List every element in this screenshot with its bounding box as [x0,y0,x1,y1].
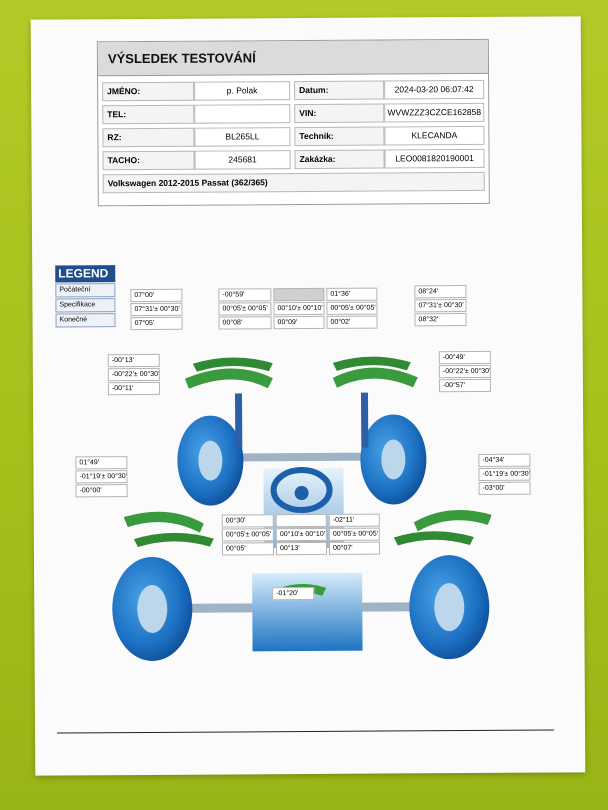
front-camber-right-box: 01°36' 00°05'± 00°05' 00°02' [326,287,378,330]
value-tel [194,104,291,124]
rear-axle [112,509,492,661]
rear-right-camber-box: -04°34' -01°19'± 00°30' -03°00' [478,453,531,496]
legend-title: LEGEND [55,265,116,283]
axle-illustration [112,356,492,661]
rear-left-toe-box: 00°30' 00°05'± 00°05' 00°05' [221,514,274,556]
legend-item-initial: Počáteční [55,283,116,298]
label-tel: TEL: [102,104,195,125]
label-order: Zakázka: [294,149,385,170]
printed-report-sheet: VÝSLEDEK TESTOVÁNÍ JMÉNO: p. Polak Datum… [30,16,586,776]
legend: LEGEND Počáteční Specifikace Konečné [55,265,116,328]
rear-left-toe-marker [133,532,214,548]
front-left-camber-box: -00°13' -00°22'± 00°30' -00°11' [107,353,160,396]
row-name-date: JMÉNO: p. Polak Datum: 2024-03-20 06:07:… [102,79,485,102]
row-tel-vin: TEL: VIN: WVWZZZ3CZCE162858 [102,102,485,125]
report-header-table: VÝSLEDEK TESTOVÁNÍ JMÉNO: p. Polak Datum… [96,38,490,207]
value-order: LEO0081820190001 [384,148,485,169]
rear-left-camber-box: 01°49' -01°19'± 00°30' -00°00' [75,456,128,498]
rear-total-toe-box: 00°10'± 00°10' 00°13' [275,513,327,556]
row-tacho-order: TACHO: 245681 Zakázka: LEO0081820190001 [102,148,485,171]
front-axle [177,356,427,506]
front-right-camber-marker [332,367,418,388]
rear-right-camber-marker [413,509,492,532]
row-rz-technician: RZ: BL265LL Technik: KLECANDA [102,125,485,148]
label-vin: VIN: [294,103,385,124]
label-name: JMÉNO: [102,81,195,102]
value-vin: WVWZZZ3CZCE162858 [384,102,485,123]
front-left-toe-marker [192,357,273,372]
rear-right-toe-box: -02°11' 00°05'± 00°05' 00°07' [328,513,380,556]
label-technician: Technik: [294,126,385,147]
front-right-camber-box: -00°49' -00°22'± 00°30' -00°57' [438,350,491,393]
front-left-toe-box: 07°00' 07°31'± 00°30' 07°05' [130,288,183,331]
value-tacho: 245681 [194,150,291,170]
rear-right-toe-marker [393,531,474,546]
rear-left-camber-marker [123,511,204,533]
value-rz: BL265LL [194,127,291,147]
front-right-toe-marker [332,356,411,371]
front-total-toe-box: 00°10'± 00°10' 00°09' [273,287,325,330]
front-left-camber-marker [184,368,273,389]
value-name: p. Polak [194,81,291,101]
value-date: 2024-03-20 06:07:42 [384,79,485,100]
vehicle-description: Volkswagen 2012-2015 Passat (362/365) [102,171,485,194]
legend-item-specification: Specifikace [55,298,116,313]
thrust-angle-box: -01°20' [272,586,315,601]
label-rz: RZ: [102,127,195,148]
front-right-toe-box: 08°24' 07°31'± 00°30' 08°32' [414,285,467,327]
report-title: VÝSLEDEK TESTOVÁNÍ [97,39,489,77]
front-camber-left-box: -00°59' 00°05'± 00°05' 00°08' [218,288,272,330]
value-technician: KLECANDA [384,125,485,146]
label-tacho: TACHO: [102,150,195,171]
label-date: Datum: [294,80,385,101]
